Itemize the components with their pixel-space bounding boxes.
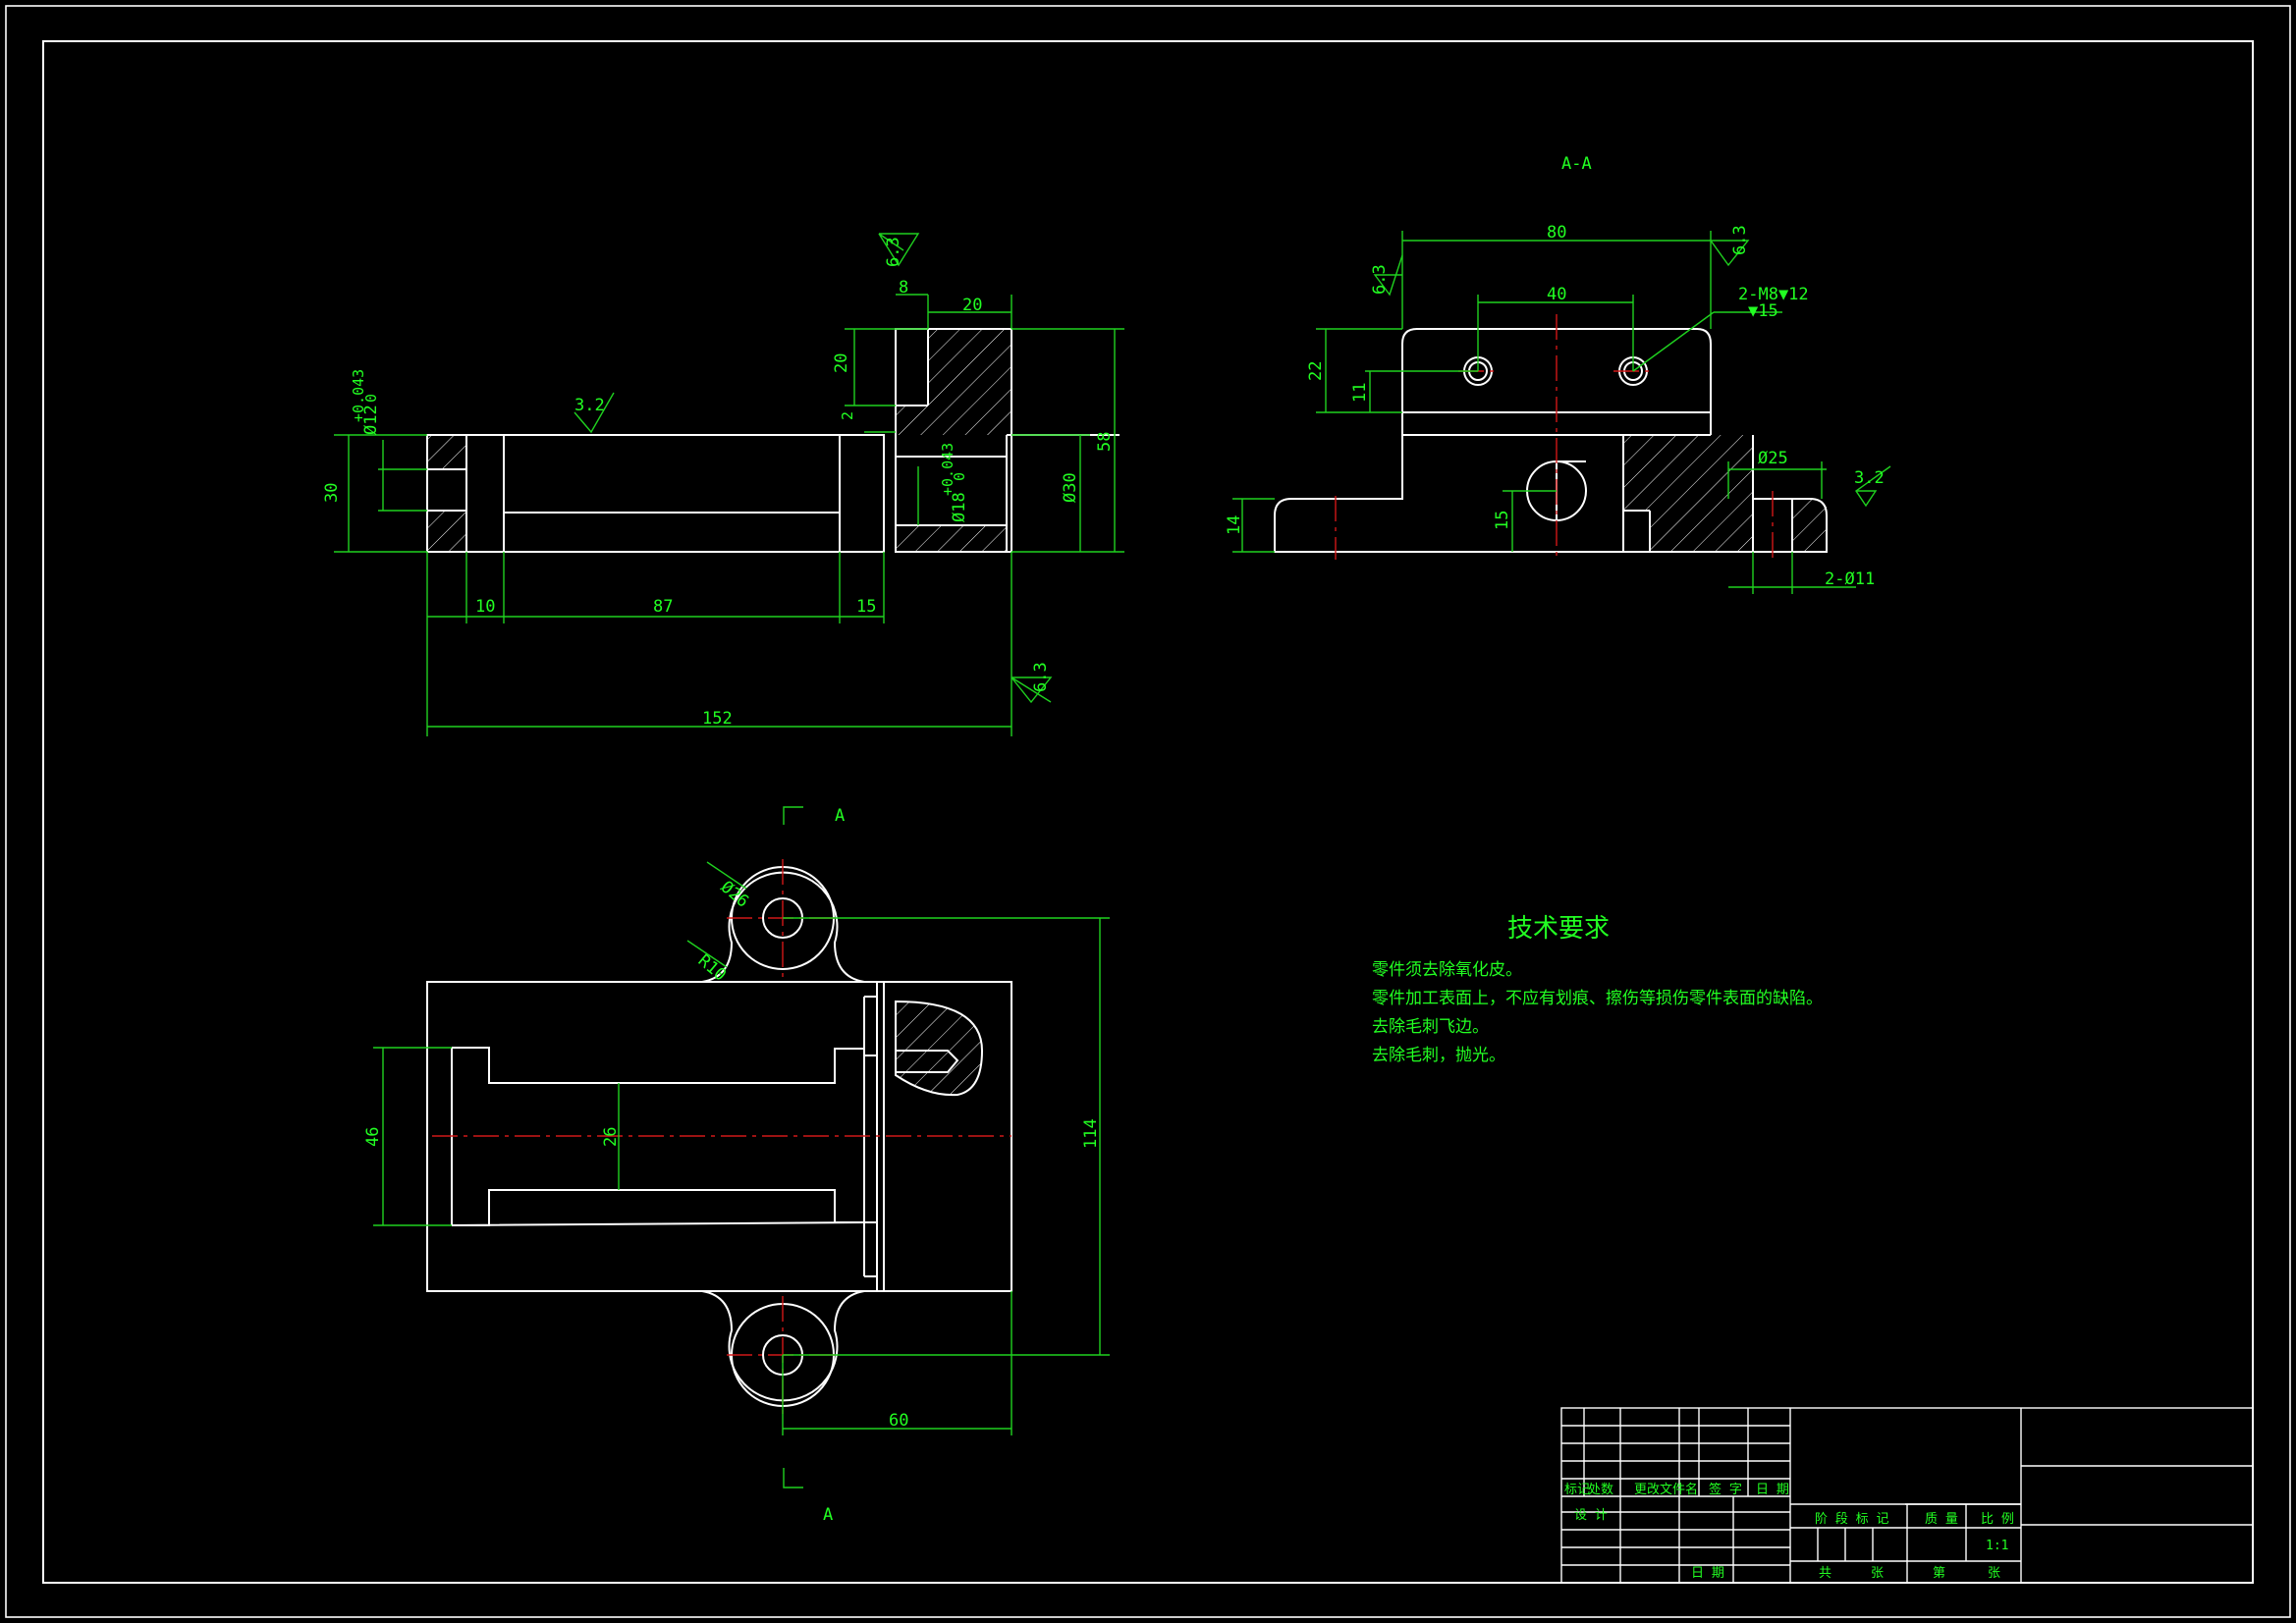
dim-20-left: 20 bbox=[832, 353, 851, 373]
dim-m8-depth: ▼15 bbox=[1748, 301, 1778, 321]
tech-requirement-1: 零件须去除氧化皮。 bbox=[1372, 960, 1522, 980]
tb-label-change-doc: 更改文件名 bbox=[1634, 1482, 1698, 1497]
tb-label-date-bottom: 日 期 bbox=[1691, 1566, 1724, 1581]
front-view: 8 20 20 2 Ø12 +0.043 0 30 10 87 15 152 Ø… bbox=[322, 233, 1124, 736]
tb-label-signature: 签 字 bbox=[1709, 1482, 1742, 1497]
section-marker-bottom: A bbox=[823, 1505, 833, 1525]
dim-dia12-tol-up: +0.043 bbox=[350, 369, 367, 422]
tech-requirement-4: 去除毛刺，抛光。 bbox=[1372, 1046, 1505, 1065]
section-label-a-a: A-A bbox=[1561, 154, 1592, 174]
tb-label-design: 设 计 bbox=[1574, 1508, 1608, 1523]
tb-scale-value: 1:1 bbox=[1986, 1539, 2008, 1553]
dim-58: 58 bbox=[1095, 432, 1115, 452]
roughness-6-3-sec-left: 6.3 bbox=[1370, 264, 1390, 295]
tb-label-date: 日 期 bbox=[1756, 1483, 1789, 1497]
dim-2: 2 bbox=[839, 411, 856, 420]
dim-114: 114 bbox=[1081, 1118, 1101, 1149]
dim-11: 11 bbox=[1350, 383, 1370, 403]
dim-60: 60 bbox=[889, 1411, 908, 1431]
dim-87: 87 bbox=[653, 597, 673, 617]
roughness-3-2: 3.2 bbox=[574, 396, 605, 415]
dim-dia25: Ø25 bbox=[1758, 449, 1788, 468]
title-block: 标记 处数 更改文件名 签 字 日 期 设 计 日 期 阶 段 标 记 质 量 … bbox=[1560, 1407, 2254, 1584]
inner-frame bbox=[42, 40, 2254, 1584]
top-view: A A bbox=[363, 806, 1110, 1525]
roughness-6-3-top: 6.3 bbox=[884, 237, 903, 267]
roughness-6-3-right: 6.3 bbox=[1031, 662, 1051, 692]
dim-20-top: 20 bbox=[962, 296, 982, 315]
dim-dia18: Ø18 bbox=[950, 492, 969, 522]
dim-dia18-tol-up: +0.043 bbox=[939, 443, 957, 496]
tech-requirement-3: 去除毛刺飞边。 bbox=[1372, 1017, 1489, 1037]
tb-label-scale: 比 例 bbox=[1981, 1512, 2014, 1527]
tech-requirement-2: 零件加工表面上，不应有划痕、擦伤等损伤零件表面的缺陷。 bbox=[1372, 989, 1823, 1008]
tb-label-count: 处数 bbox=[1588, 1483, 1613, 1497]
dim-22: 22 bbox=[1306, 361, 1326, 381]
section-marker-top: A bbox=[835, 806, 845, 826]
dim-152: 152 bbox=[702, 709, 733, 729]
roughness-3-2-sec: 3.2 bbox=[1854, 468, 1885, 488]
dim-26: 26 bbox=[601, 1127, 621, 1147]
dim-15-section: 15 bbox=[1493, 511, 1512, 530]
dim-2-dia11: 2-Ø11 bbox=[1825, 569, 1875, 589]
tb-label-sheets: 张 bbox=[1871, 1566, 1884, 1581]
dim-46: 46 bbox=[363, 1127, 383, 1147]
tb-label-weight: 质 量 bbox=[1925, 1512, 1958, 1527]
dim-dia18-tol-low: 0 bbox=[951, 472, 968, 481]
dim-40: 40 bbox=[1547, 285, 1566, 304]
section-view-a-a: 80 40 22 11 14 15 Ø25 2-M8▼12 ▼15 2-Ø11 … bbox=[1225, 223, 1891, 594]
dim-14: 14 bbox=[1225, 515, 1244, 535]
tb-label-mark: 标记 bbox=[1564, 1483, 1590, 1497]
tech-requirements-heading: 技术要求 bbox=[1507, 914, 1610, 944]
dim-2-m8: 2-M8▼12 bbox=[1738, 285, 1809, 304]
dim-8: 8 bbox=[899, 278, 908, 298]
dim-10: 10 bbox=[475, 597, 495, 617]
outer-border bbox=[5, 5, 2291, 1618]
tb-label-sheet-no: 第 bbox=[1933, 1566, 1945, 1581]
tb-label-total: 共 bbox=[1819, 1566, 1831, 1581]
dim-dia12-tol-low: 0 bbox=[362, 394, 380, 403]
dim-30: 30 bbox=[322, 483, 342, 503]
technical-requirements: 技术要求 零件须去除氧化皮。 零件加工表面上，不应有划痕、擦伤等损伤零件表面的缺… bbox=[1372, 914, 1823, 1065]
tb-label-stage: 阶 段 标 记 bbox=[1815, 1512, 1888, 1527]
dim-dia12: Ø12 bbox=[361, 405, 381, 435]
dim-15: 15 bbox=[856, 597, 876, 617]
dim-80: 80 bbox=[1547, 223, 1566, 243]
roughness-6-3-sec-right: 6.3 bbox=[1730, 225, 1750, 255]
tb-label-sheet: 张 bbox=[1988, 1566, 2000, 1581]
dim-r10: R10 bbox=[694, 951, 730, 986]
dim-dia30: Ø30 bbox=[1061, 472, 1080, 503]
